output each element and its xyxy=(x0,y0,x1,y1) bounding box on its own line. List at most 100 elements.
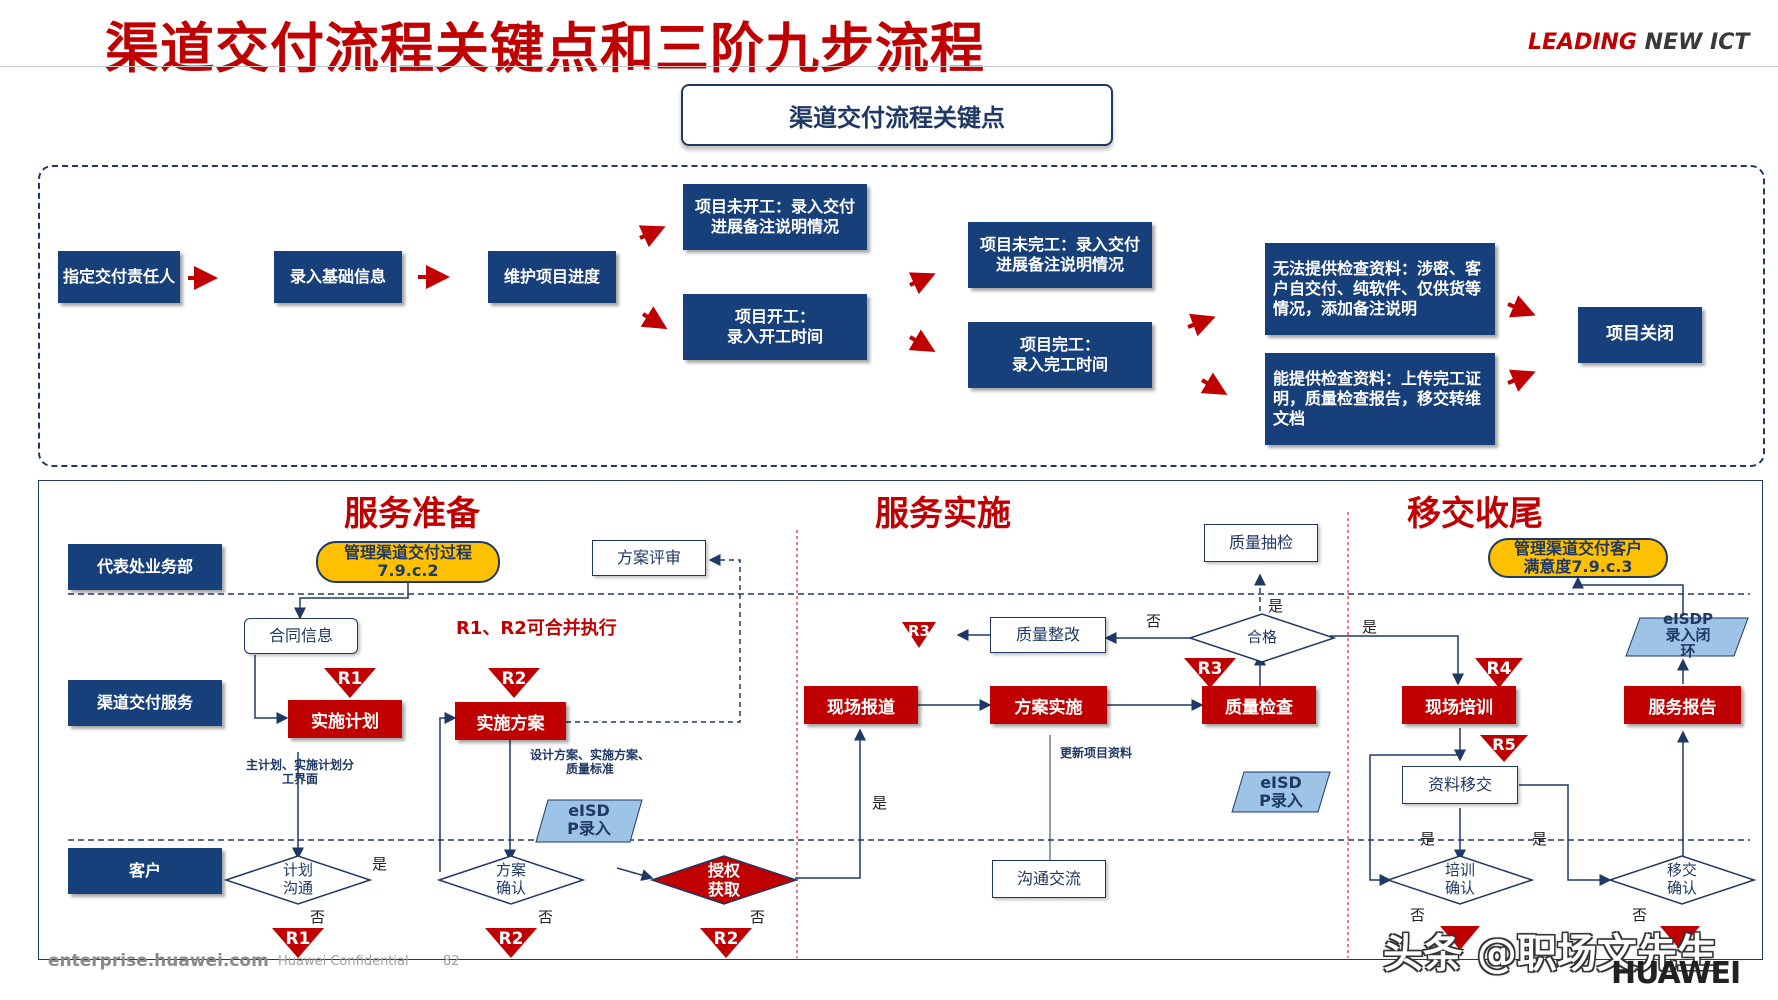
step-basic-info: 录入基础信息 xyxy=(274,251,402,303)
diamond-solution-confirm xyxy=(436,855,586,905)
label-yes-authorize: 是 xyxy=(872,794,888,812)
tri-r4 xyxy=(1475,658,1523,688)
node-service-report: 服务报告 xyxy=(1624,686,1741,724)
three-phase-panel xyxy=(38,480,1763,960)
huawei-logo: HUAWEI xyxy=(1611,956,1741,991)
tri-r5 xyxy=(1480,735,1528,762)
node-impl-solution: 实施方案 xyxy=(455,702,566,740)
step-maintain-progress: 维护项目进度 xyxy=(488,251,616,303)
arrow-kp-3 xyxy=(638,225,666,248)
conn-esdp-satisfaction xyxy=(1572,576,1684,616)
marker-r1-top: R1 xyxy=(337,669,363,689)
node-satisfaction: 管理渠道交付客户 满意度7.9.c.3 xyxy=(1488,538,1668,578)
key-points-panel xyxy=(38,165,1765,467)
marker-r3-left: R3 xyxy=(908,622,930,640)
arrow-kp-6 xyxy=(908,329,936,353)
conn-confirm-authorize xyxy=(616,867,654,881)
tri-r1-top xyxy=(324,668,376,698)
footer-page-number: 82 xyxy=(443,954,460,969)
key-points-heading: 渠道交付流程关键点 xyxy=(681,84,1113,146)
label-yes-sample: 是 xyxy=(1268,597,1284,615)
lane-channel-service: 渠道交付服务 xyxy=(68,680,222,726)
label-yes-plan: 是 xyxy=(372,855,388,873)
marker-r5: R5 xyxy=(1492,735,1516,754)
label-yes-handover: 是 xyxy=(1532,830,1548,848)
marker-r2-top: R2 xyxy=(501,669,527,689)
node-solution-review: 方案评审 xyxy=(592,540,706,576)
tri-r2-top xyxy=(488,668,540,698)
step-inspection-docs: 能提供检查资料：上传完工证明，质量检查报告，移交转维文档 xyxy=(1265,353,1495,445)
marker-r1-bottom: R1 xyxy=(285,929,311,949)
lane-office: 代表处业务部 xyxy=(68,544,222,590)
conn-authorize-site xyxy=(795,728,866,879)
step-started: 项目开工： 录入开工时间 xyxy=(683,294,867,360)
brand-part1: LEADING xyxy=(1528,30,1637,55)
tri-r2-bottom xyxy=(485,928,537,958)
step-assign-owner: 指定交付责任人 xyxy=(58,251,180,303)
node-quality-check: 质量检查 xyxy=(1202,686,1316,724)
step-not-completed: 项目未完工：录入交付进展备注说明情况 xyxy=(968,222,1152,288)
arrow-kp-9 xyxy=(1507,295,1536,318)
label-no-handover: 否 xyxy=(1632,906,1648,924)
diamond-authorize xyxy=(649,855,799,905)
node-impl-plan: 实施计划 xyxy=(288,700,402,738)
conn-qualified-training xyxy=(1330,635,1464,686)
diamond-handover-confirm-label: 移交 确认 xyxy=(1666,861,1697,897)
conn-training-confirm-left xyxy=(1369,754,1460,886)
arrow-kp-10 xyxy=(1507,369,1536,392)
watermark-text: 头条 @职场文先生 xyxy=(1383,931,1717,977)
conn-manage-contract xyxy=(294,580,409,620)
node-site-report: 现场报道 xyxy=(804,686,918,724)
brand-part2: NEW ICT xyxy=(1644,30,1750,55)
page-title: 渠道交付流程关键点和三阶九步流程 xyxy=(105,17,985,80)
diamond-qualified xyxy=(1187,613,1337,663)
annotation-plan-detail: 主计划、实施计划分 工界面 xyxy=(246,758,355,787)
phase-prepare: 服务准备 xyxy=(344,494,480,534)
step-no-inspection-docs: 无法提供检查资料：涉密、客户自交付、纯软件、仅供货等情况，添加备注说明 xyxy=(1265,243,1495,335)
diamond-authorize-label: 授权 获取 xyxy=(707,861,740,900)
tri-r3-check xyxy=(1184,658,1236,688)
node-solution-impl: 方案实施 xyxy=(990,686,1107,724)
diamond-handover-confirm xyxy=(1607,855,1757,905)
label-yes-training: 是 xyxy=(1420,830,1436,848)
tri-r-train-bottom xyxy=(1440,926,1480,950)
para-esdp-1-label: eISD P录入 xyxy=(567,801,611,839)
diamond-qualified-label: 合格 xyxy=(1246,628,1277,646)
step-completed: 项目完工： 录入完工时间 xyxy=(968,322,1152,388)
node-doc-handover: 资料移交 xyxy=(1402,766,1518,804)
diamond-training-confirm-label: 培训 确认 xyxy=(1444,861,1475,897)
node-quality-sample: 质量抽检 xyxy=(1204,524,1318,562)
diamond-plan-comm-label: 计划 沟通 xyxy=(282,861,313,897)
key-point-arrows xyxy=(188,225,1536,396)
label-no-training: 否 xyxy=(1410,906,1426,924)
footer-site: enterprise.huawei.com xyxy=(48,951,269,971)
step-project-close: 项目关闭 xyxy=(1578,307,1702,363)
node-contract-info: 合同信息 xyxy=(244,618,358,654)
annotation-update-docs: 更新项目资料 xyxy=(1060,746,1133,760)
phase-implement: 服务实施 xyxy=(875,494,1011,534)
arrow-kp-8 xyxy=(1200,372,1228,396)
label-no-qualified: 否 xyxy=(1146,612,1162,630)
marker-r4: R4 xyxy=(1486,659,1512,679)
marker-r3-check: R3 xyxy=(1197,659,1223,679)
node-quality-fix: 质量整改 xyxy=(990,617,1106,653)
phase-handover: 移交收尾 xyxy=(1407,494,1543,534)
arrow-kp-4 xyxy=(640,306,668,330)
conn-contract-plan xyxy=(254,655,289,724)
diamond-plan-comm xyxy=(223,855,373,905)
brand-logo: LEADING NEW ICT xyxy=(1528,30,1749,55)
conn-comm-solution xyxy=(439,712,457,872)
node-site-training: 现场培训 xyxy=(1402,686,1516,724)
para-esdp-close-label: eISDP 录入闭 环 xyxy=(1662,610,1713,660)
annotation-solution-detail: 设计方案、实施方案、 质量标准 xyxy=(530,748,651,777)
header-divider xyxy=(0,66,1778,67)
node-communication: 沟通交流 xyxy=(992,860,1106,898)
tri-r-hand-bottom xyxy=(1660,926,1700,950)
diamond-training-confirm xyxy=(1385,855,1535,905)
merge-note: R1、R2可合并执行 xyxy=(456,618,617,639)
node-manage-process: 管理渠道交付过程 7.9.c.2 xyxy=(316,541,500,583)
diamond-solution-confirm-label: 方案 确认 xyxy=(495,861,526,897)
lane-customer: 客户 xyxy=(68,848,222,894)
arrow-kp-7 xyxy=(1187,313,1216,337)
